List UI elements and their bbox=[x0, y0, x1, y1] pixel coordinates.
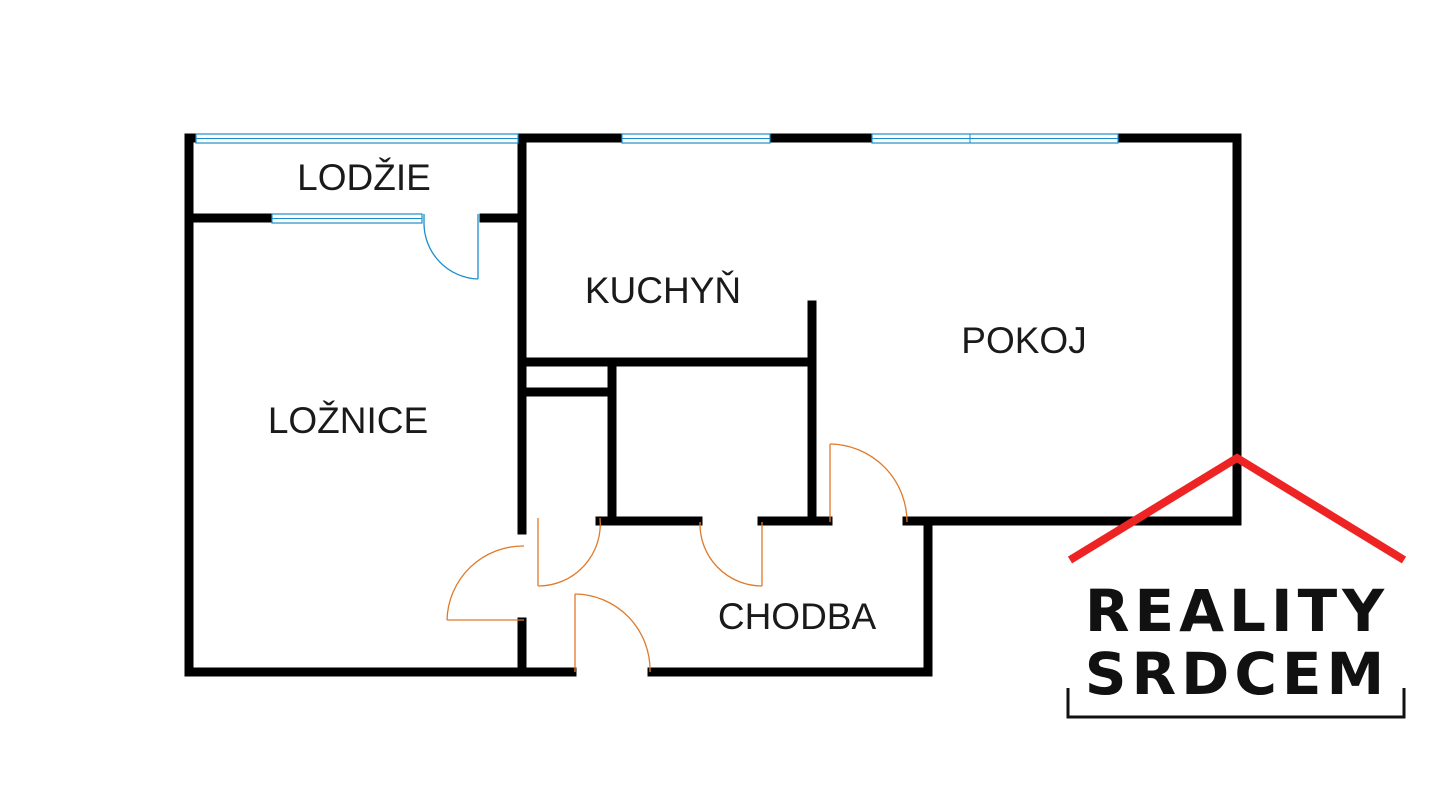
walls bbox=[184, 133, 1242, 677]
entrance-door bbox=[574, 593, 651, 673]
reality-srdcem-logo: REALITY SRDCEM bbox=[1066, 453, 1407, 719]
room-labels: LODŽIE KUCHYŇ POKOJ LOŽNICE CHODBA bbox=[268, 157, 1087, 637]
loggia-door bbox=[423, 214, 479, 280]
room-label-loznice: LOŽNICE bbox=[268, 400, 428, 441]
living-room-door bbox=[829, 443, 908, 523]
loggia-top-window bbox=[195, 133, 519, 144]
kitchen-window bbox=[621, 133, 771, 144]
room-label-lodzie: LODŽIE bbox=[297, 157, 431, 198]
logo-line-2: SRDCEM bbox=[1085, 640, 1389, 708]
logo-roof-icon bbox=[1067, 453, 1407, 564]
loggia-inner-window bbox=[271, 213, 423, 224]
bathroom-door bbox=[537, 517, 601, 587]
windows bbox=[195, 133, 1119, 224]
bedroom-door bbox=[446, 545, 525, 621]
living-room-window bbox=[871, 133, 1119, 144]
logo-line-1: REALITY bbox=[1085, 577, 1389, 645]
doors bbox=[423, 214, 908, 673]
storage-door bbox=[699, 521, 763, 587]
logo-bracket-icon bbox=[1066, 688, 1406, 719]
room-label-kuchyn: KUCHYŇ bbox=[585, 270, 741, 311]
room-label-chodba: CHODBA bbox=[718, 596, 877, 637]
room-label-pokoj: POKOJ bbox=[961, 320, 1086, 361]
